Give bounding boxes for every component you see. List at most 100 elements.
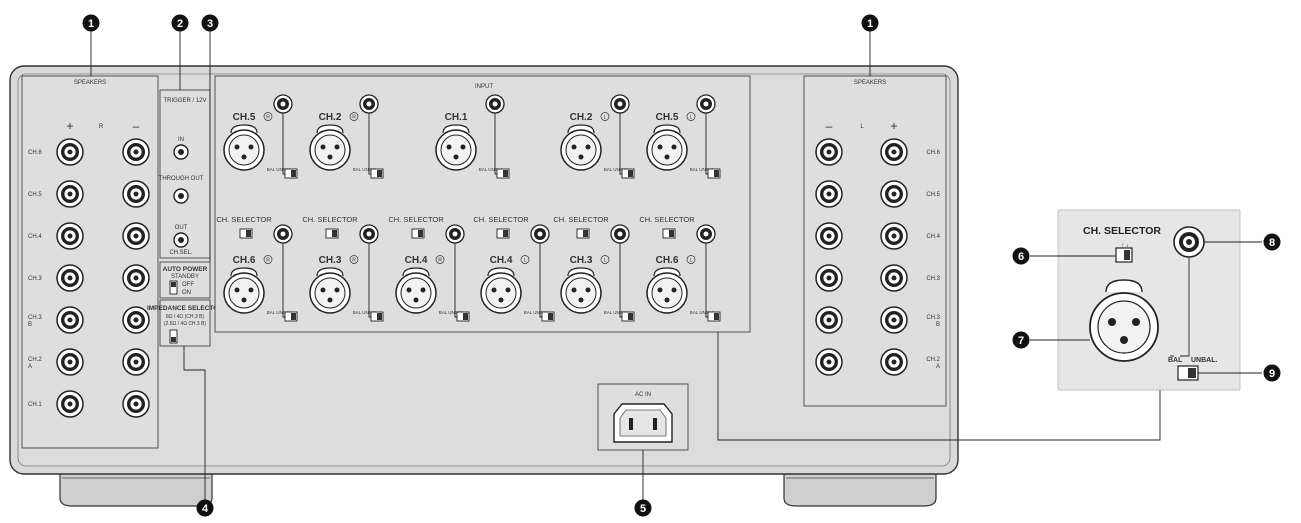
speaker-right-minus-terminal[interactable]: [880, 264, 908, 292]
speaker-right-minus-terminal[interactable]: [880, 306, 908, 334]
rca-input-jack[interactable]: [273, 224, 293, 244]
svg-text:1: 1: [88, 18, 94, 30]
xlr-input-connector[interactable]: [395, 267, 437, 314]
bal-unbal-switch[interactable]: [621, 311, 635, 322]
xlr-input-connector[interactable]: [223, 124, 265, 171]
input-channel-label: CH.5: [233, 112, 256, 123]
xlr-input-connector[interactable]: [435, 124, 477, 171]
bal-unbal-switch[interactable]: [621, 168, 635, 179]
rca-input-jack[interactable]: [445, 224, 465, 244]
zoom-bal-unbal-switch[interactable]: [1177, 365, 1199, 381]
bal-unbal-label: BAL UNBAL: [267, 167, 292, 172]
speaker-left-plus-terminal[interactable]: [56, 180, 84, 208]
input-channel-label: CH.2: [319, 112, 342, 123]
speaker-right-minus-terminal[interactable]: [880, 138, 908, 166]
speaker-right-minus-terminal[interactable]: [880, 348, 908, 376]
input-side-marker: R: [352, 258, 356, 264]
auto-power-sub: STANDBY: [171, 274, 199, 280]
zoom-rca-jack[interactable]: [1173, 226, 1205, 258]
speaker-left-minus-terminal[interactable]: [122, 348, 150, 376]
speaker-left-plus-terminal[interactable]: [56, 138, 84, 166]
xlr-input-connector[interactable]: [309, 124, 351, 171]
auto-power-switch[interactable]: [169, 280, 178, 295]
speaker-right-plus-terminal[interactable]: [815, 138, 843, 166]
bal-unbal-switch[interactable]: [370, 168, 384, 179]
speaker-left-minus-terminal[interactable]: [122, 264, 150, 292]
xlr-input-connector[interactable]: [223, 267, 265, 314]
speaker-right-minus-terminal[interactable]: [880, 180, 908, 208]
speaker-left-plus-terminal[interactable]: [56, 264, 84, 292]
bal-unbal-switch[interactable]: [370, 311, 384, 322]
xlr-input-connector[interactable]: [480, 267, 522, 314]
rca-input-jack[interactable]: [610, 94, 630, 114]
speaker-left-minus-terminal[interactable]: [122, 390, 150, 418]
speaker-left-plus-terminal[interactable]: [56, 222, 84, 250]
ch-selector-switch[interactable]: [325, 228, 339, 239]
rca-input-jack[interactable]: [610, 224, 630, 244]
xlr-input-connector[interactable]: [646, 267, 688, 314]
speaker-right-plus-terminal[interactable]: [815, 306, 843, 334]
speaker-left-plus-terminal[interactable]: [56, 306, 84, 334]
speaker-left-minus-terminal[interactable]: [122, 306, 150, 334]
bal-unbal-switch[interactable]: [456, 311, 470, 322]
trigger-in-jack[interactable]: [173, 144, 189, 160]
bal-unbal-label: BAL UNBAL: [353, 310, 378, 315]
ac-inlet-socket[interactable]: [613, 403, 673, 443]
bal-unbal-switch[interactable]: [284, 311, 298, 322]
speaker-right-plus-terminal[interactable]: [815, 180, 843, 208]
speaker-right-channel-label: CH.6: [926, 150, 940, 156]
rca-input-jack[interactable]: [696, 224, 716, 244]
speaker-left-minus-terminal[interactable]: [122, 222, 150, 250]
ch-selector-switch[interactable]: [496, 228, 510, 239]
speaker-right-plus-terminal[interactable]: [815, 264, 843, 292]
ch-selector-switch[interactable]: [576, 228, 590, 239]
input-channel-label: CH.6: [656, 255, 679, 266]
zoom-xlr-connector[interactable]: [1089, 279, 1159, 362]
rca-input-jack[interactable]: [696, 94, 716, 114]
speaker-right-minus-terminal[interactable]: [880, 222, 908, 250]
ch-selector-switch[interactable]: [411, 228, 425, 239]
rca-input-jack[interactable]: [359, 94, 379, 114]
rca-input-jack[interactable]: [530, 224, 550, 244]
zoom-ch-selector-switch[interactable]: [1115, 247, 1133, 263]
speaker-left-plus-terminal[interactable]: [56, 348, 84, 376]
trigger-through-jack[interactable]: [173, 188, 189, 204]
ch-selector-switch[interactable]: [662, 228, 676, 239]
speaker-right-plus-terminal[interactable]: [815, 222, 843, 250]
speaker-left-channel-label: CH.3: [28, 276, 42, 282]
input-side-marker: R: [438, 258, 442, 264]
speaker-right-channel-label: CH.5: [926, 192, 940, 198]
bal-unbal-label: BAL UNBAL: [353, 167, 378, 172]
xlr-input-connector[interactable]: [560, 267, 602, 314]
xlr-input-connector[interactable]: [646, 124, 688, 171]
rca-input-jack[interactable]: [485, 94, 505, 114]
bal-unbal-switch[interactable]: [496, 168, 510, 179]
bal-unbal-switch[interactable]: [707, 168, 721, 179]
trigger-out-jack[interactable]: [173, 232, 189, 248]
speaker-left-minus-terminal[interactable]: [122, 138, 150, 166]
impedance-switch[interactable]: [169, 329, 178, 344]
leader-lines: [90, 31, 1262, 500]
bal-unbal-switch[interactable]: [284, 168, 298, 179]
svg-text:6: 6: [1018, 251, 1024, 263]
xlr-input-connector[interactable]: [309, 267, 351, 314]
zoom-connector-line: [717, 332, 1161, 441]
leader-4: [183, 346, 206, 500]
impedance-title: IMPEDANCE SELECTOR: [147, 305, 223, 312]
ch-selector-switch[interactable]: [239, 228, 253, 239]
speaker-right-plus-terminal[interactable]: [815, 348, 843, 376]
bal-unbal-switch[interactable]: [707, 311, 721, 322]
xlr-input-connector[interactable]: [560, 124, 602, 171]
svg-text:9: 9: [1269, 368, 1275, 380]
ch-selector-label: CH. SELECTOR: [639, 215, 695, 224]
impedance-sub2: (2.5Ω / 4Ω CH.3 B): [164, 321, 207, 327]
bal-unbal-switch[interactable]: [541, 311, 555, 322]
rca-input-jack[interactable]: [359, 224, 379, 244]
svg-text:8: 8: [1269, 237, 1275, 249]
rca-input-jack[interactable]: [273, 94, 293, 114]
speaker-left-plus-terminal[interactable]: [56, 390, 84, 418]
speaker-left-minus-terminal[interactable]: [122, 180, 150, 208]
